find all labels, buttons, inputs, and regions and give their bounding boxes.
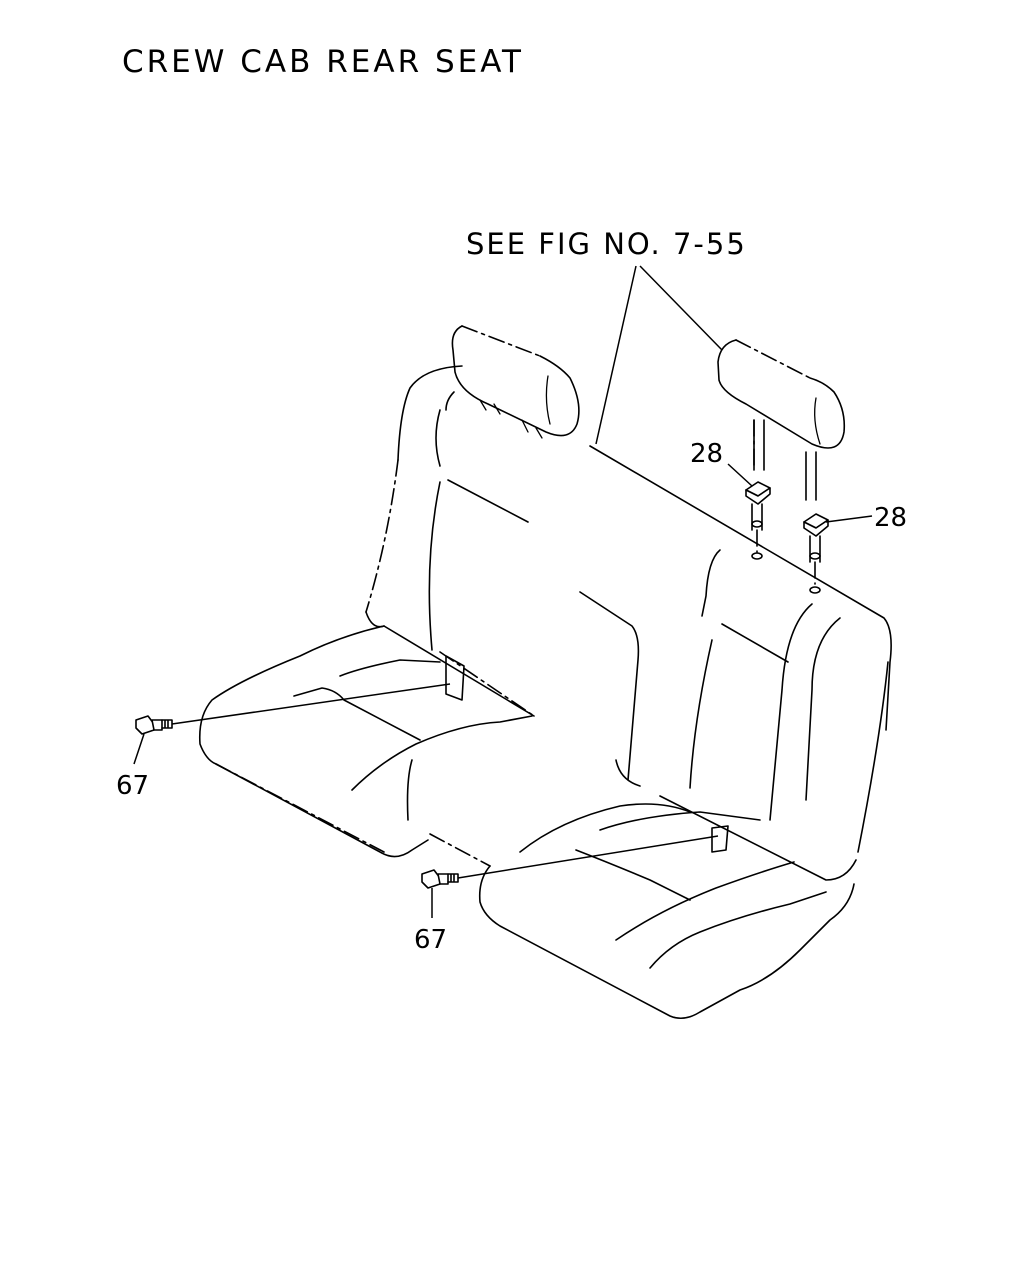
seat-back xyxy=(365,365,892,881)
right-headrest xyxy=(717,339,846,501)
diagram-title: CREW CAB REAR SEAT xyxy=(122,44,524,80)
headrest-guide-right xyxy=(803,513,829,594)
reference-leader-lines xyxy=(595,265,723,445)
right-seat-cushion xyxy=(429,803,855,1020)
callout-67-upper: 67 xyxy=(116,771,149,801)
left-seat-cushion xyxy=(198,625,533,858)
bolt-upper xyxy=(135,683,451,735)
callout-leaders xyxy=(133,463,873,918)
callout-67-lower: 67 xyxy=(414,925,447,955)
headrest-guide-left xyxy=(745,481,771,560)
callout-28-right: 28 xyxy=(874,503,907,533)
bolt-lower xyxy=(421,835,719,889)
callout-28-left: 28 xyxy=(690,439,723,469)
left-headrest xyxy=(451,325,580,439)
reference-note: SEE FIG NO. 7-55 xyxy=(466,227,747,261)
